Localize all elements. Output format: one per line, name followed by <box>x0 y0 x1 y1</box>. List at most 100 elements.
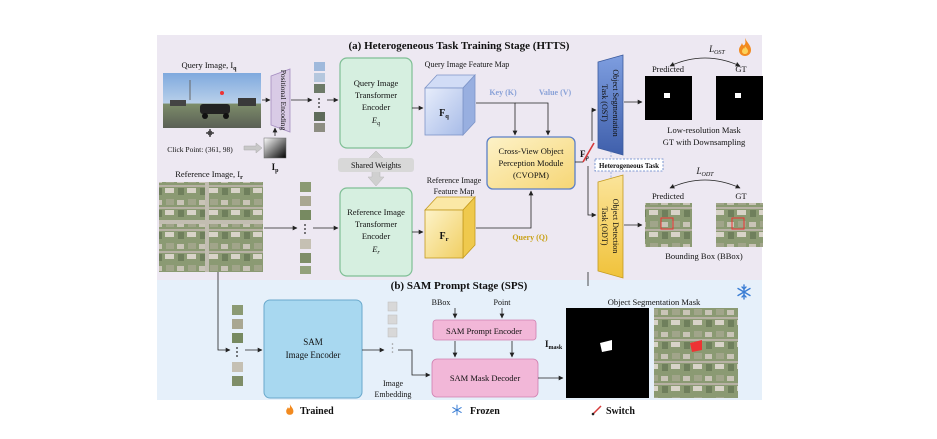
output-mask <box>566 308 649 398</box>
query-image-encoder <box>339 57 413 149</box>
reference-image-label: Reference Image, Ir <box>175 169 243 181</box>
reference-feature-map-line1: Reference Image <box>427 176 482 185</box>
odt-loss-arrow <box>669 179 741 189</box>
odt-predicted-bbox <box>660 217 674 230</box>
legend-switch-icon <box>591 405 602 416</box>
query-encoder-line2: Transformer <box>355 90 397 100</box>
reference-patches <box>300 182 311 274</box>
sam-image-encoder-line2: Image Encoder <box>286 350 341 360</box>
query-encoder-line1: Query Image <box>354 78 399 88</box>
click-point-label: Click Point: (361, 98) <box>167 145 233 154</box>
positional-encoding-map <box>263 137 287 159</box>
legend-frozen: Frozen <box>470 406 500 417</box>
bbox-prompt-label: BBox <box>432 298 451 307</box>
ost-line2: Task (OST) <box>600 84 609 122</box>
reference-encoder-line3: Encoder <box>362 231 390 241</box>
cvopm-line1: Cross-View Object <box>499 146 565 156</box>
odt-gt-bbox <box>731 217 745 230</box>
odt-task-head <box>597 174 624 279</box>
fire-icon <box>739 38 751 56</box>
shared-weights-label: Shared Weights <box>351 161 401 170</box>
output-caption: Object Segmentation Mask <box>608 297 701 307</box>
sam-prompt-encoder-label: SAM Prompt Encoder <box>446 326 522 336</box>
sps-patches <box>232 305 243 386</box>
positional-encoding-block <box>270 68 291 133</box>
key-label: Key (K) <box>489 88 517 97</box>
ost-predicted-blob <box>664 93 670 98</box>
query-feature-map-label: Query Image Feature Map <box>425 60 510 69</box>
cvopm-line3: (CVOPM) <box>513 170 549 180</box>
query-image-label: Query Image, Iq <box>181 60 237 72</box>
point-prompt-label: Point <box>494 298 512 307</box>
query-patches <box>314 62 325 132</box>
ip-label: Ip <box>272 162 280 174</box>
legend-trained: Trained <box>300 406 334 417</box>
reference-encoder-symbol: Er <box>371 244 380 256</box>
ost-gt-label: GT <box>735 64 747 74</box>
image-embedding-tokens <box>387 301 398 353</box>
heterogeneous-task-box <box>594 158 664 172</box>
snowflake-icon <box>737 284 751 300</box>
odt-line2: Task (ODT) <box>600 207 609 246</box>
sam-prompt-encoder <box>432 319 537 341</box>
click-to-encoding-arrow <box>243 142 263 154</box>
mask-caption-line2: GT with Downsampling <box>663 137 746 147</box>
odt-gt-label: GT <box>735 191 747 201</box>
fq-label: Fq <box>439 108 449 120</box>
switch-toggle <box>582 142 595 163</box>
imask-label: Imask <box>545 339 563 351</box>
cvopm-module <box>486 136 576 190</box>
image-embedding-line2: Embedding <box>375 390 412 399</box>
odt-predicted-label: Predicted <box>652 191 685 201</box>
sam-mask-decoder-label: SAM Mask Decoder <box>450 373 521 383</box>
l-ost-label: LOST <box>708 44 725 56</box>
reference-image <box>159 182 263 272</box>
legend-snowflake-icon <box>452 404 462 416</box>
query-image <box>163 73 261 128</box>
odt-predicted-image <box>645 203 692 247</box>
embedding-to-decoder-arrow <box>398 349 431 378</box>
odt-gt-image <box>716 203 763 247</box>
query-arrow <box>476 190 534 229</box>
odt-line1: Object Detection <box>611 199 620 253</box>
query-encoder-line3: Encoder <box>362 102 390 112</box>
legend-switch: Switch <box>606 406 635 417</box>
shared-weights-box <box>338 158 414 172</box>
output-overlay-blob <box>690 340 702 352</box>
ost-loss-arrow <box>669 57 741 67</box>
fq-feature-cube <box>424 73 476 137</box>
image-embedding-line1: Image <box>383 379 403 388</box>
output-mask-blob <box>600 340 612 352</box>
fr-label: Fr <box>440 231 449 243</box>
switch-to-odt-arrow <box>587 166 597 218</box>
ost-gt-blob <box>735 93 741 98</box>
htts-title: (a) Heterogeneous Task Training Stage (H… <box>349 40 570 52</box>
l-odt-label: LODT <box>695 166 714 178</box>
ost-predicted-label: Predicted <box>652 64 685 74</box>
heterogeneous-task-label: Heterogeneous Task <box>599 162 659 170</box>
query-q-label: Query (Q) <box>512 233 548 242</box>
mask-caption-line1: Low-resolution Mask <box>667 125 741 135</box>
legend: Trained Frozen Switch <box>286 404 635 417</box>
reference-encoder-line1: Reference Image <box>347 207 405 217</box>
legend-fire-icon <box>286 404 294 415</box>
value-label: Value (V) <box>539 88 572 97</box>
ost-line1: Object Segmentation <box>611 69 620 136</box>
query-encoder-symbol: Eq <box>371 115 380 127</box>
reference-feature-map-line2: Feature Map <box>434 187 475 196</box>
sam-image-encoder <box>263 299 363 399</box>
output-overlay-image <box>654 308 738 398</box>
sam-image-encoder-line1: SAM <box>303 337 323 347</box>
switch-to-ost-arrow <box>591 107 597 141</box>
fr-feature-cube <box>424 195 476 260</box>
bbox-caption: Bounding Box (BBox) <box>665 251 743 261</box>
positional-encoding-label: Positional Encoding <box>279 70 288 131</box>
fp-label: Fp <box>580 149 590 161</box>
sps-title: (b) SAM Prompt Stage (SPS) <box>391 280 528 292</box>
cursor-icon <box>206 129 214 137</box>
ost-task-head <box>597 54 624 156</box>
reference-encoder-line2: Transformer <box>355 219 397 229</box>
cvopm-line2: Perception Module <box>499 158 564 168</box>
